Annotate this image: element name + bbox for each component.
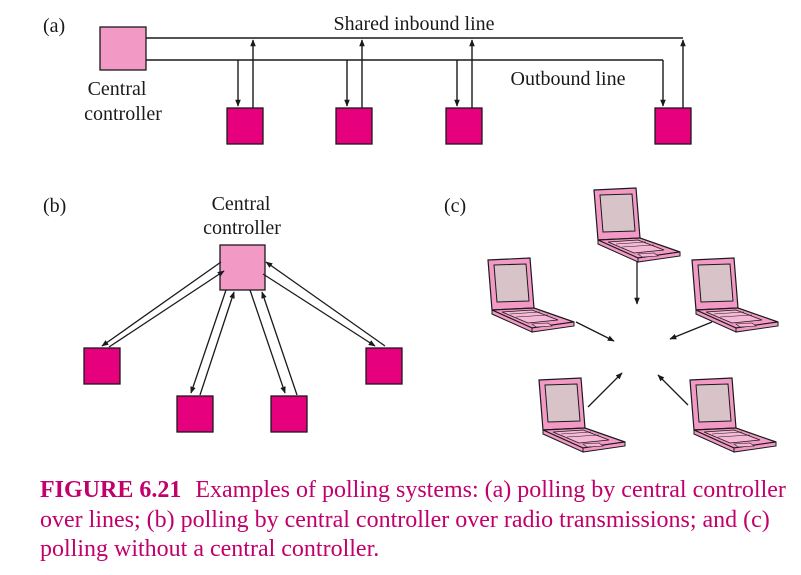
panel-a-controller-label-line1: Central bbox=[88, 78, 147, 100]
panel-a-central-controller bbox=[99, 26, 147, 71]
panel-b-station bbox=[365, 347, 403, 385]
radio-uplink-arrow bbox=[261, 291, 298, 396]
polling-systems-figure: (a) Central controller Shared inbound li… bbox=[43, 13, 779, 453]
panel-a-station bbox=[226, 107, 264, 145]
panel-a-tag: (a) bbox=[43, 15, 65, 37]
figure-caption-text: Examples of polling systems: (a) polling… bbox=[40, 477, 786, 562]
panel-b-controller-label-line2: controller bbox=[203, 217, 281, 239]
laptop-top bbox=[593, 187, 681, 263]
outbound-line-label: Outbound line bbox=[511, 68, 626, 90]
panel-b-central-controller bbox=[219, 244, 266, 291]
radio-uplink-arrow bbox=[265, 261, 386, 347]
laptop-bottom-right bbox=[689, 377, 777, 453]
laptop-bottom-right-arrow bbox=[657, 374, 689, 406]
radio-downlink-arrow bbox=[262, 273, 376, 347]
panel-b: (b) Central controller bbox=[43, 193, 403, 433]
panel-c: (c) bbox=[444, 187, 779, 453]
laptop-right-arrow bbox=[669, 321, 713, 340]
radio-downlink-arrow bbox=[249, 289, 286, 394]
radio-uplink-arrow bbox=[108, 270, 225, 348]
laptop-right bbox=[691, 257, 779, 333]
panel-a-station bbox=[335, 107, 373, 145]
figure-caption-id: FIGURE 6.21 bbox=[40, 477, 182, 503]
panel-a-controller-label-line2: controller bbox=[84, 103, 162, 125]
radio-downlink-arrow bbox=[190, 289, 227, 394]
panel-a-station bbox=[445, 107, 483, 145]
panel-b-tag: (b) bbox=[43, 195, 66, 217]
panel-a-station bbox=[654, 107, 692, 145]
radio-downlink-arrow bbox=[101, 261, 222, 347]
panel-c-tag: (c) bbox=[444, 195, 466, 217]
shared-inbound-line-label: Shared inbound line bbox=[333, 13, 494, 35]
laptop-bottom-left bbox=[538, 377, 626, 453]
panel-b-station bbox=[83, 347, 121, 385]
laptop-left-arrow bbox=[575, 321, 615, 342]
laptop-left bbox=[487, 257, 575, 333]
panel-a: (a) Central controller Shared inbound li… bbox=[43, 13, 692, 145]
panel-b-station bbox=[270, 395, 308, 433]
panel-b-station bbox=[176, 395, 214, 433]
laptop-bottom-left-arrow bbox=[587, 372, 623, 408]
radio-uplink-arrow bbox=[199, 291, 235, 396]
panel-b-controller-label-line1: Central bbox=[212, 193, 271, 215]
